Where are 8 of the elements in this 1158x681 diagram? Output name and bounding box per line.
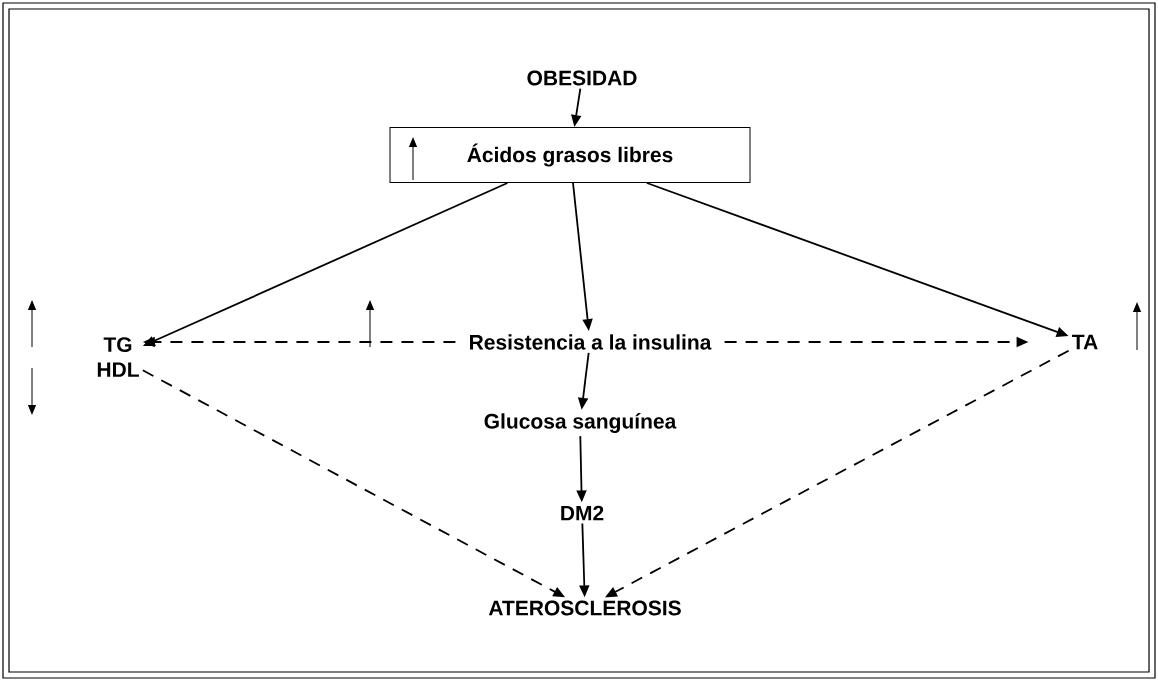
- concept-label: TA: [1072, 334, 1098, 350]
- concept-label: Resistencia a la insulina: [470, 334, 712, 350]
- concept-label: DM2: [561, 505, 604, 521]
- concept-label: TG HDL: [97, 337, 139, 377]
- process-box: Ácidos grasos libres: [389, 127, 751, 183]
- concept-label: Glucosa sanguínea: [484, 413, 677, 433]
- concept-label: ATEROSCLEROSIS: [488, 600, 681, 616]
- concept-label: OBESIDAD: [527, 70, 637, 86]
